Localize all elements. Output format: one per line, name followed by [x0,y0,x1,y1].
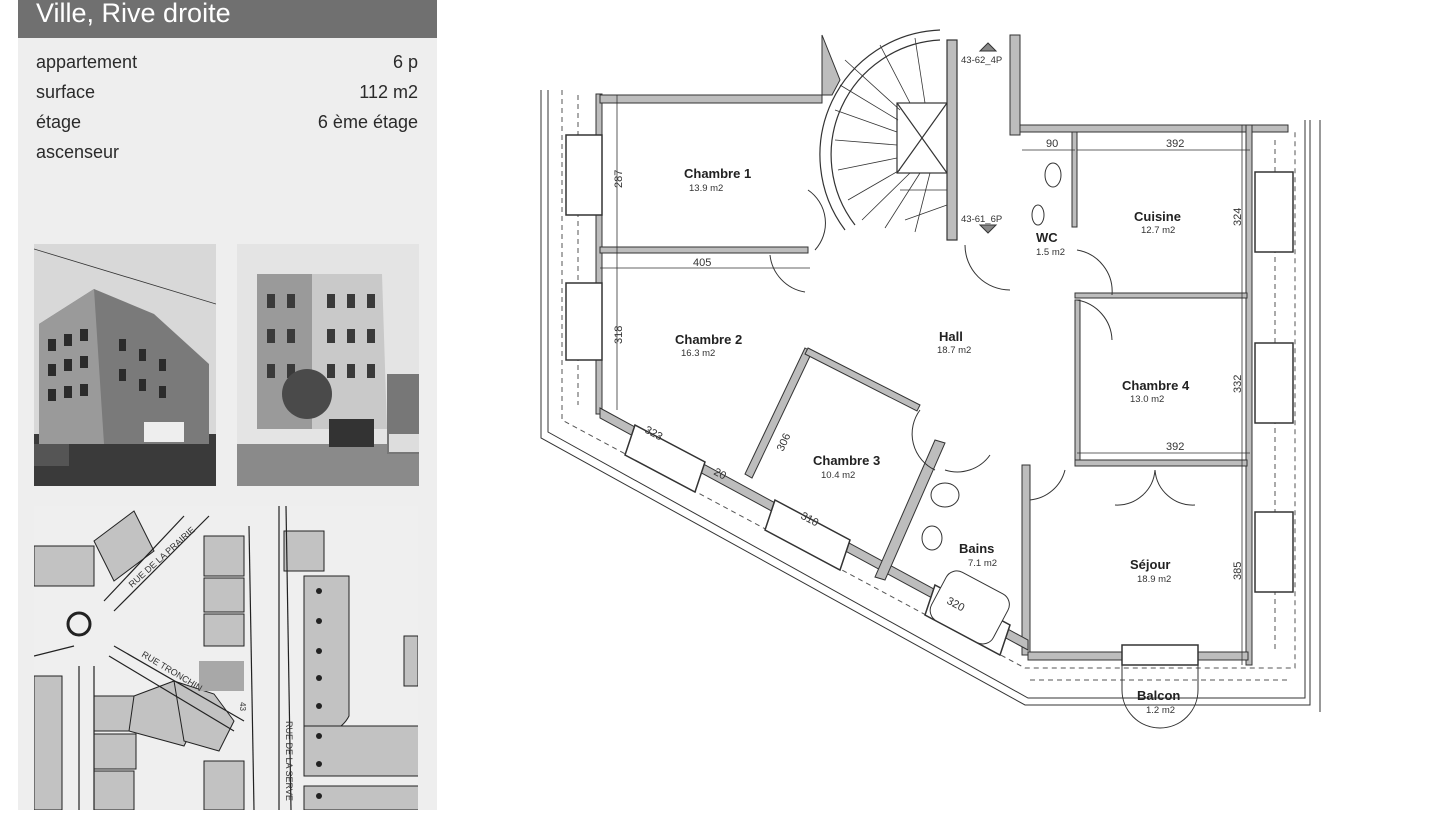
room-name: Séjour [1130,557,1170,572]
room-area: 13.0 m2 [1130,394,1164,405]
room-area: 7.1 m2 [968,558,997,569]
room-name: Cuisine [1134,209,1181,224]
room-name: Chambre 4 [1122,378,1190,393]
stair-label: 43-61_6P [961,214,1002,225]
dimension-label: 392 [1166,441,1184,453]
room-name: WC [1036,230,1058,245]
street-label-serve: RUE DE LA SERVE [284,721,294,801]
room-name: Balcon [1137,688,1180,703]
dimension-label: 324 [1232,208,1244,226]
detail-label: appartement [36,52,138,72]
detail-value: 112 m2 [359,82,418,102]
room-area: 18.7 m2 [937,345,971,356]
dimension-label: 405 [693,257,711,269]
room-name: Chambre 3 [813,453,880,468]
dimension-label: 287 [613,170,625,188]
dimension-label: 318 [613,326,625,344]
detail-value: 6 ème étage [317,112,418,132]
dimension-label: 385 [1232,562,1244,580]
detail-label: étage [36,112,82,132]
room-area: 16.3 m2 [681,348,715,359]
detail-label: surface [36,82,96,102]
room-area: 12.7 m2 [1141,225,1175,236]
detail-floor: étage 6 ème étage [36,112,418,142]
room-area: 1.2 m2 [1146,705,1175,716]
dimension-label: 392 [1166,138,1184,150]
building-photo-1[interactable] [34,244,216,486]
room-area: 1.5 m2 [1036,247,1065,258]
room-name: Chambre 2 [675,332,742,347]
dimension-label: 90 [1046,138,1058,150]
detail-label: ascenseur [36,142,120,162]
building-photo-2[interactable] [237,244,419,486]
location-map[interactable]: RUE DE LA PRAIRIE RUE TRONCHIN RUE DE LA… [33,505,423,811]
building-number: 43 [238,702,247,711]
room-area: 18.9 m2 [1137,574,1171,585]
detail-elevator: ascenseur [36,142,418,172]
detail-surface: surface 112 m2 [36,82,418,112]
detail-value: 6 p [392,52,418,72]
dimension-label: 332 [1232,375,1244,393]
listing-sidebar: Ville, Rive droite appartement 6 p surfa… [18,0,437,811]
dimension-label: 20 [712,466,728,482]
room-area: 13.9 m2 [689,183,723,194]
detail-rooms: appartement 6 p [36,52,418,82]
stair-label: 43-62_4P [961,55,1002,66]
room-name: Chambre 1 [684,166,751,181]
room-name: Bains [959,541,994,556]
room-area: 10.4 m2 [821,470,855,481]
room-name: Hall [939,329,963,344]
listing-title: Ville, Rive droite [18,0,437,38]
dimension-label: 306 [775,432,794,454]
